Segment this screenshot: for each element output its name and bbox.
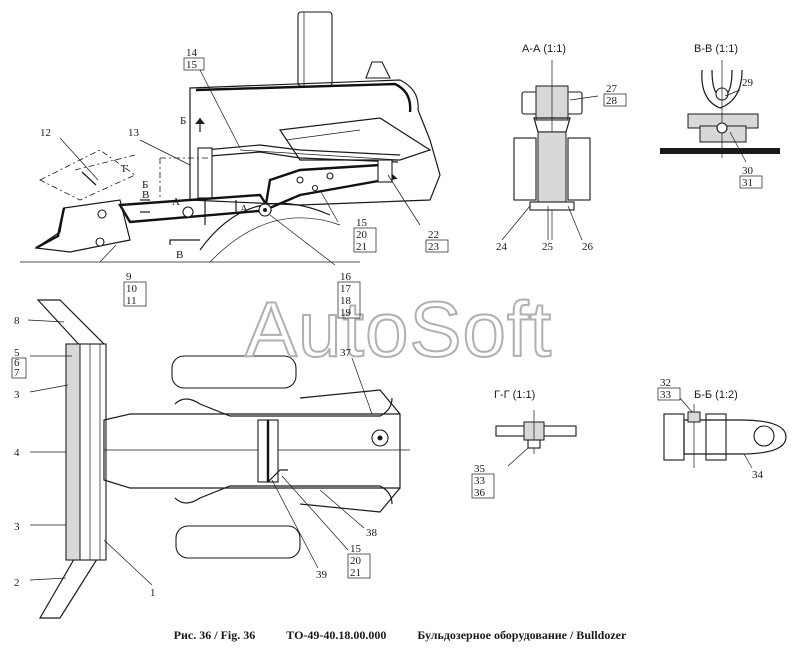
section-mark-a1: А [172,196,180,208]
filler-cap [365,61,391,79]
callout-boxes [11,57,763,579]
callout-10: 10 [126,283,138,295]
lift-cylinder [197,147,213,199]
callout-20-a: 20 [356,229,368,241]
figure-caption: Рис. 36 / Fig. 36 ТО-49-40.18.00.000 Бул… [0,628,800,643]
callout-27: 27 [606,83,618,95]
callout-28: 28 [606,95,618,107]
hose-bottom [174,485,393,505]
side-view [20,11,441,263]
tractor-hood [189,79,441,206]
section-aa-view [513,60,591,240]
callout-21-a: 21 [356,241,367,253]
callout-15-b: 15 [356,217,368,229]
callout-24: 24 [496,241,508,253]
section-title-bb: Б-Б (1:2) [694,389,738,401]
callout-23: 23 [428,241,440,253]
callout-9: 9 [126,271,132,283]
callout-26: 26 [582,241,594,253]
section-mark-v1: В [142,189,149,201]
callout-32: 32 [660,377,671,389]
callout-33-b: 33 [660,389,672,401]
callout-14: 14 [186,47,198,59]
blade-side [34,199,131,253]
callout-22: 22 [428,229,439,241]
callout-1: 1 [150,587,156,599]
section-title-aa: А-А (1:1) [522,43,566,55]
section-title-gg: Г-Г (1:1) [494,389,535,401]
callout-16: 16 [340,271,352,283]
callout-39: 39 [316,569,328,581]
callout-38: 38 [366,527,378,539]
section-mark-v2: В [176,249,183,261]
section-gg-view [495,410,577,454]
callout-25: 25 [542,241,554,253]
section-mark-b1: Б [180,115,186,127]
callout-20-b: 20 [350,555,362,567]
callout-37: 37 [340,347,352,359]
callout-3-a: 3 [14,389,20,401]
section-title-vv: В-В (1:1) [694,43,738,55]
callout-30: 30 [742,165,754,177]
callout-31: 31 [742,177,753,189]
callout-12: 12 [40,127,51,139]
callout-15-c: 15 [350,543,362,555]
callout-11: 11 [126,295,137,307]
exhaust-pipe [297,11,333,87]
push-frame-top [103,413,401,489]
section-bb-view [663,404,787,468]
callout-19: 19 [340,307,352,319]
callout-33-a: 33 [474,475,486,487]
section-mark-b2: Б [142,179,148,191]
callout-15-a: 15 [186,59,198,71]
callout-2: 2 [14,577,20,589]
callout-21-b: 21 [350,567,361,579]
figure-number: Рис. 36 / Fig. 36 [173,628,256,642]
section-mark-g: Г [122,163,128,175]
callout-35: 35 [474,463,486,475]
section-vv-view [660,60,780,158]
leader-lines [27,69,753,586]
hose-top [174,397,393,417]
callouts: 12 13 14 15 9 10 11 16 17 18 19 15 20 21… [14,47,764,599]
callout-13: 13 [128,127,140,139]
callout-17: 17 [340,283,352,295]
callout-7: 7 [14,367,20,379]
wheel-top [171,355,297,389]
drawing-code: ТО-49-40.18.00.000 [286,628,387,642]
callout-4: 4 [14,447,20,459]
section-mark-a2: А [240,203,248,215]
hydraulic-line [204,144,401,156]
wheel-arc [199,202,331,251]
drawing-title: Бульдозерное оборудование / Bulldozer [417,628,627,642]
callout-36: 36 [474,487,486,499]
callout-8: 8 [14,315,20,327]
callout-29: 29 [742,77,754,89]
callout-34: 34 [752,469,764,481]
watermark-text: AutoSoft [245,285,552,373]
callout-6: 6 [14,357,20,369]
wheel-bottom [175,525,301,559]
callout-3-b: 3 [14,521,20,533]
callout-5: 5 [14,347,20,359]
blade-wing-top [36,299,106,351]
callout-18: 18 [340,295,352,307]
